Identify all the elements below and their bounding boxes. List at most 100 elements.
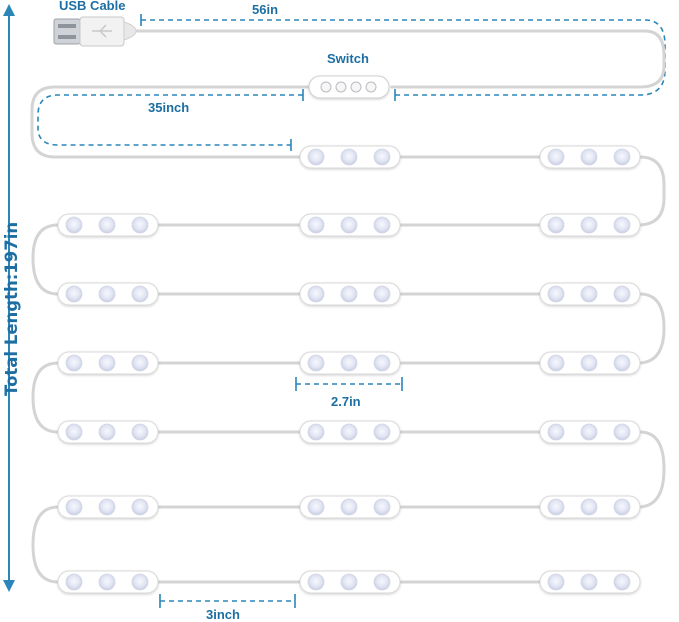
led-module xyxy=(539,145,641,169)
dimension-35inch xyxy=(37,89,304,151)
led-bulb xyxy=(613,498,631,516)
led-module xyxy=(539,570,641,594)
led-module xyxy=(299,495,401,519)
led-bulb xyxy=(373,498,391,516)
label-35inch: 35inch xyxy=(148,100,189,115)
led-bulb xyxy=(98,573,116,591)
led-bulb xyxy=(580,573,598,591)
led-bulb xyxy=(373,354,391,372)
led-bulb xyxy=(547,498,565,516)
led-bulb xyxy=(65,285,83,303)
led-bulb xyxy=(307,148,325,166)
led-module xyxy=(299,282,401,306)
led-bulb xyxy=(65,498,83,516)
led-bulb xyxy=(580,498,598,516)
wires xyxy=(30,29,666,584)
led-bulb xyxy=(340,354,358,372)
led-bulb xyxy=(613,423,631,441)
led-bulb xyxy=(340,498,358,516)
led-bulb xyxy=(547,216,565,234)
led-module xyxy=(57,351,159,375)
led-bulb xyxy=(131,216,149,234)
led-bulb xyxy=(580,216,598,234)
led-module xyxy=(57,495,159,519)
led-module xyxy=(299,213,401,237)
led-bulb xyxy=(340,573,358,591)
led-bulb xyxy=(131,285,149,303)
led-module xyxy=(57,570,159,594)
led-module xyxy=(539,351,641,375)
label-switch: Switch xyxy=(327,51,369,66)
led-bulb xyxy=(307,354,325,372)
led-bulb xyxy=(65,216,83,234)
led-module xyxy=(57,213,159,237)
led-bulb xyxy=(65,423,83,441)
led-bulb xyxy=(307,423,325,441)
led-bulb xyxy=(340,216,358,234)
brightness-icon[interactable] xyxy=(350,81,362,93)
label-usb-cable: USB Cable xyxy=(59,0,125,13)
led-bulb xyxy=(547,354,565,372)
led-bulb xyxy=(547,423,565,441)
label-2-7in: 2.7in xyxy=(331,394,361,409)
led-bulb xyxy=(98,216,116,234)
power-icon[interactable] xyxy=(320,81,332,93)
led-bulb xyxy=(547,573,565,591)
led-bulb xyxy=(580,148,598,166)
led-module xyxy=(539,495,641,519)
led-bulb xyxy=(131,423,149,441)
led-bulb xyxy=(613,148,631,166)
led-bulb xyxy=(373,423,391,441)
led-module xyxy=(57,282,159,306)
dimension-2-7in xyxy=(295,377,403,391)
led-bulb xyxy=(580,354,598,372)
led-module xyxy=(539,420,641,444)
led-module xyxy=(539,213,641,237)
total-length-arrow xyxy=(3,4,15,592)
led-bulb xyxy=(340,285,358,303)
led-bulb xyxy=(65,354,83,372)
led-bulb xyxy=(98,285,116,303)
led-module xyxy=(299,145,401,169)
led-bulb xyxy=(373,216,391,234)
led-module xyxy=(299,351,401,375)
led-module xyxy=(299,570,401,594)
led-bulb xyxy=(98,354,116,372)
label-3inch: 3inch xyxy=(206,607,240,622)
led-bulb xyxy=(98,423,116,441)
led-bulb xyxy=(547,285,565,303)
inline-switch[interactable] xyxy=(308,75,390,99)
led-bulb xyxy=(340,423,358,441)
led-bulb xyxy=(613,573,631,591)
led-bulb xyxy=(373,573,391,591)
label-total-length: Total Length:197in xyxy=(2,222,21,396)
led-bulb xyxy=(613,354,631,372)
led-module xyxy=(299,420,401,444)
led-bulb xyxy=(307,573,325,591)
led-bulb xyxy=(307,498,325,516)
color-icon[interactable] xyxy=(365,81,377,93)
led-bulb xyxy=(307,216,325,234)
led-bulb xyxy=(373,285,391,303)
led-bulb xyxy=(580,423,598,441)
usb-plug-icon xyxy=(53,16,137,47)
label-56in: 56in xyxy=(252,2,278,17)
led-bulb xyxy=(98,498,116,516)
minus-icon[interactable] xyxy=(335,81,347,93)
led-modules xyxy=(57,145,641,594)
led-bulb xyxy=(131,498,149,516)
led-bulb xyxy=(580,285,598,303)
led-bulb xyxy=(613,285,631,303)
led-bulb xyxy=(373,148,391,166)
led-bulb xyxy=(307,285,325,303)
dimension-3inch xyxy=(159,594,296,608)
led-module xyxy=(539,282,641,306)
led-bulb xyxy=(131,354,149,372)
led-bulb xyxy=(613,216,631,234)
led-bulb xyxy=(547,148,565,166)
led-module xyxy=(57,420,159,444)
led-bulb xyxy=(131,573,149,591)
led-bulb xyxy=(65,573,83,591)
led-bulb xyxy=(340,148,358,166)
